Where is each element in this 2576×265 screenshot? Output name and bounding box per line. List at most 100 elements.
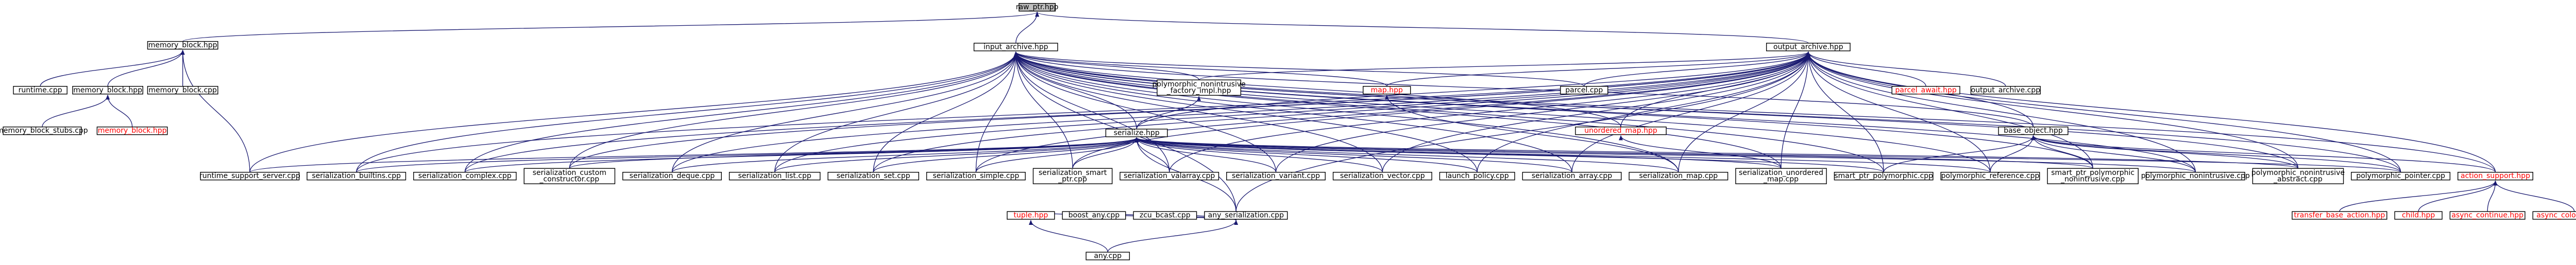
node-raw-ptr-hpp[interactable]: raw_ptr.hpp	[1016, 3, 1059, 12]
node-box	[1086, 252, 1130, 260]
node-serialization-complex-cpp[interactable]: serialization_complex.cpp	[413, 172, 517, 181]
edge-serialization_map_cpp-to-serialize_hpp	[1134, 137, 1679, 173]
node-async-continue-hpp[interactable]: async_continue.hpp	[2449, 211, 2526, 220]
node-box	[2292, 211, 2387, 220]
edge-runtime_cpp-to-memory_block_hpp	[40, 49, 185, 86]
node-serialization-variant-cpp[interactable]: serialization_variant.cpp	[1226, 172, 1326, 181]
edge-polymorphic_nonintrusive_factory_impl_hpp-to-output_archive_hpp	[1198, 51, 1810, 80]
node-child-hpp[interactable]: child.hpp	[2394, 211, 2443, 220]
node-base-object-hpp[interactable]: base_object.hpp	[1998, 127, 2069, 135]
edge-serialization_list_cpp-to-serialize_hpp	[774, 137, 1139, 173]
node-memory-block-stubs-cpp[interactable]: memory_block_stubs.cpp	[0, 127, 88, 135]
node-runtime-support-server-cpp[interactable]: runtime_support_server.cpp	[199, 172, 300, 181]
node-label: runtime.cpp	[19, 86, 62, 94]
node-zcu-bcast-cpp[interactable]: zcu_bcast.cpp	[1133, 211, 1197, 220]
node-parcel-cpp[interactable]: parcel.cpp	[1560, 86, 1608, 95]
node-unordered-map-hpp[interactable]: unordered_map.hpp	[1575, 127, 1667, 135]
node-memory-block-hpp[interactable]: memory_block.hpp	[147, 41, 218, 50]
edge-polymorphic_reference_cpp-to-serialize_hpp	[1134, 137, 1991, 173]
node-polymorphic-nonintrusive-cpp[interactable]: polymorphic_nonintrusive.cpp	[2141, 172, 2250, 181]
node-output-archive-cpp[interactable]: output_archive.cpp	[1970, 86, 2041, 95]
node-serialization-smart-ptr-cpp[interactable]: serialization_smart_ptr.cpp	[1032, 168, 1113, 184]
node-smart-ptr-polymorphic-nonintrusive-cpp[interactable]: smart_ptr_polymorphic_nonintrusive.cpp	[2047, 168, 2139, 184]
node-serialization-list-cpp[interactable]: serialization_list.cpp	[728, 172, 821, 181]
node-box	[1032, 168, 1113, 184]
node-polymorphic-nonintrusive-factory-impl-hpp[interactable]: polymorphic_nonintrusive_factory_impl.hp…	[1153, 79, 1246, 96]
node-launch-policy-cpp[interactable]: launch_policy.cpp	[1439, 172, 1515, 181]
node-label: serialization_smart	[1039, 169, 1107, 177]
node-action-support-hpp[interactable]: action_support.hpp	[2458, 172, 2533, 181]
node-runtime-cpp[interactable]: runtime.cpp	[13, 86, 67, 95]
edge-serialization_list_cpp-to-output_archive_hpp	[774, 51, 1810, 172]
edge-serialize_hpp-to-polymorphic_nonintrusive_factory_impl_hpp	[1136, 96, 1201, 129]
node-serialize-hpp[interactable]: serialize.hpp	[1105, 129, 1168, 137]
node-label: child.hpp	[2402, 211, 2435, 220]
edge-memory_block_hpp_red-to-memory_block_hpp_2	[106, 94, 133, 127]
node-transfer-base-action-hpp[interactable]: transfer_base_action.hpp	[2292, 211, 2387, 220]
node-serialization-vector-cpp[interactable]: serialization_vector.cpp	[1332, 172, 1432, 181]
edge-any_cpp-to-any_hpp	[1107, 220, 1239, 253]
node-serialization-unordered-map-cpp[interactable]: serialization_unordered_map.cpp	[1735, 168, 1827, 184]
edge-polymorphic_nonintrusive_abstract_cpp-to-output_archive_hpp	[1806, 51, 2299, 169]
node-label: serialization_valarray.cpp	[1124, 172, 1215, 180]
edge-polymorphic_nonintrusive_cpp-to-base_object_hpp	[2031, 135, 2196, 172]
node-label: serialization_vector.cpp	[1340, 172, 1425, 180]
node-memory-block-cpp[interactable]: memory_block.cpp	[147, 86, 218, 95]
node-label: base_object.hpp	[2004, 127, 2063, 135]
node-label: polymorphic_reference.cpp	[1941, 172, 2040, 180]
node-parcel-await-hpp[interactable]: parcel_await.hpp	[1891, 86, 1960, 95]
node-label: polymorphic_pointer.cpp	[2356, 172, 2445, 180]
node-box	[1560, 86, 1608, 95]
edge-memory_block_hpp_2-to-memory_block_hpp	[107, 49, 185, 86]
node-box	[1120, 172, 1219, 181]
nodes-layer: raw_ptr.hpp memory_block.hpp input_archive…	[0, 3, 2576, 260]
node-serialization-builtins-cpp[interactable]: serialization_builtins.cpp	[307, 172, 406, 181]
node-label: output_archive.cpp	[1971, 86, 2041, 94]
edge-runtime_support_server_cpp-to-memory_block_hpp	[180, 49, 250, 172]
node-label: launch_policy.cpp	[1446, 172, 1509, 180]
edge-action_support_hpp-to-input_archive_hpp	[1013, 51, 2496, 172]
node-polymorphic-pointer-cpp[interactable]: polymorphic_pointer.cpp	[2351, 172, 2451, 181]
edge-serialization_builtins_cpp-to-input_archive_hpp	[356, 51, 1018, 172]
node-label: serialization_variant.cpp	[1232, 172, 1320, 180]
node-serialization-simple-cpp[interactable]: serialization_simple.cpp	[926, 172, 1026, 181]
node-box	[1204, 211, 1288, 220]
node-label: _factory_impl.hpp	[1166, 87, 1231, 95]
node-any-serialization-cpp[interactable]: any_serialization.cpp	[1204, 211, 1288, 220]
node-input-archive-hpp[interactable]: input_archive.hpp	[973, 43, 1058, 51]
node-async-colocated-hpp[interactable]: async_colocated.hpp	[2532, 211, 2576, 220]
node-boost-any-cpp[interactable]: boost_any.cpp	[1062, 211, 1126, 220]
node-polymorphic-reference-cpp[interactable]: polymorphic_reference.cpp	[1940, 172, 2040, 181]
node-polymorphic-nonintrusive-abstract-cpp[interactable]: polymorphic_nonintrusive_abstract.cpp	[2251, 168, 2345, 184]
edge-serialize_hpp-to-input_archive_hpp	[1013, 51, 1137, 129]
node-label: serialization_builtins.cpp	[312, 172, 401, 180]
node-box	[1940, 172, 2040, 181]
edge-input_archive_hpp-to-raw_ptr_hpp	[1015, 11, 1040, 43]
edge-serialization_smart_ptr_cpp-to-input_archive_hpp	[1013, 51, 1073, 169]
node-box	[2145, 172, 2245, 181]
node-box	[72, 86, 143, 95]
node-map-hpp[interactable]: map.hpp	[1363, 86, 1411, 95]
node-serialization-map-cpp[interactable]: serialization_map.cpp	[1629, 172, 1728, 181]
node-serialization-set-cpp[interactable]: serialization_set.cpp	[827, 172, 919, 181]
node-box	[622, 172, 722, 181]
node-smart-ptr-polymorphic-cpp[interactable]: smart_ptr_polymorphic.cpp	[1834, 172, 1934, 181]
node-label: memory_block.cpp	[148, 86, 217, 94]
edge-memory_block_hpp-to-raw_ptr_hpp	[182, 11, 1039, 42]
node-serialization-valarray-cpp[interactable]: serialization_valarray.cpp	[1120, 172, 1219, 181]
edge-serialization_custom_constructor_cpp-to-output_archive_hpp	[569, 51, 1810, 169]
node-serialization-array-cpp[interactable]: serialization_array.cpp	[1522, 172, 1622, 181]
node-serialization-custom-constructor-cpp[interactable]: serialization_custom_constructor.cpp	[523, 168, 616, 184]
edges-layer	[40, 11, 2575, 253]
edge-transfer_base_action_hpp-to-action_support_hpp	[2339, 180, 2498, 212]
node-box	[2351, 172, 2451, 181]
node-any-cpp[interactable]: any.cpp	[1086, 252, 1130, 260]
node-output-archive-hpp[interactable]: output_archive.hpp	[1766, 43, 1851, 51]
edge-smart_ptr_polymorphic_cpp-to-output_archive_hpp	[1806, 51, 1884, 172]
node-memory-block-hpp-red[interactable]: memory_block.hpp	[96, 127, 168, 135]
node-serialization-deque-cpp[interactable]: serialization_deque.cpp	[622, 172, 722, 181]
node-memory-block-hpp-2[interactable]: memory_block.hpp	[72, 86, 143, 95]
node-box	[3, 127, 82, 135]
node-tuple-hpp[interactable]: tuple.hpp	[1007, 211, 1055, 220]
edge-serialization_builtins_cpp-to-serialize_hpp	[356, 137, 1139, 173]
